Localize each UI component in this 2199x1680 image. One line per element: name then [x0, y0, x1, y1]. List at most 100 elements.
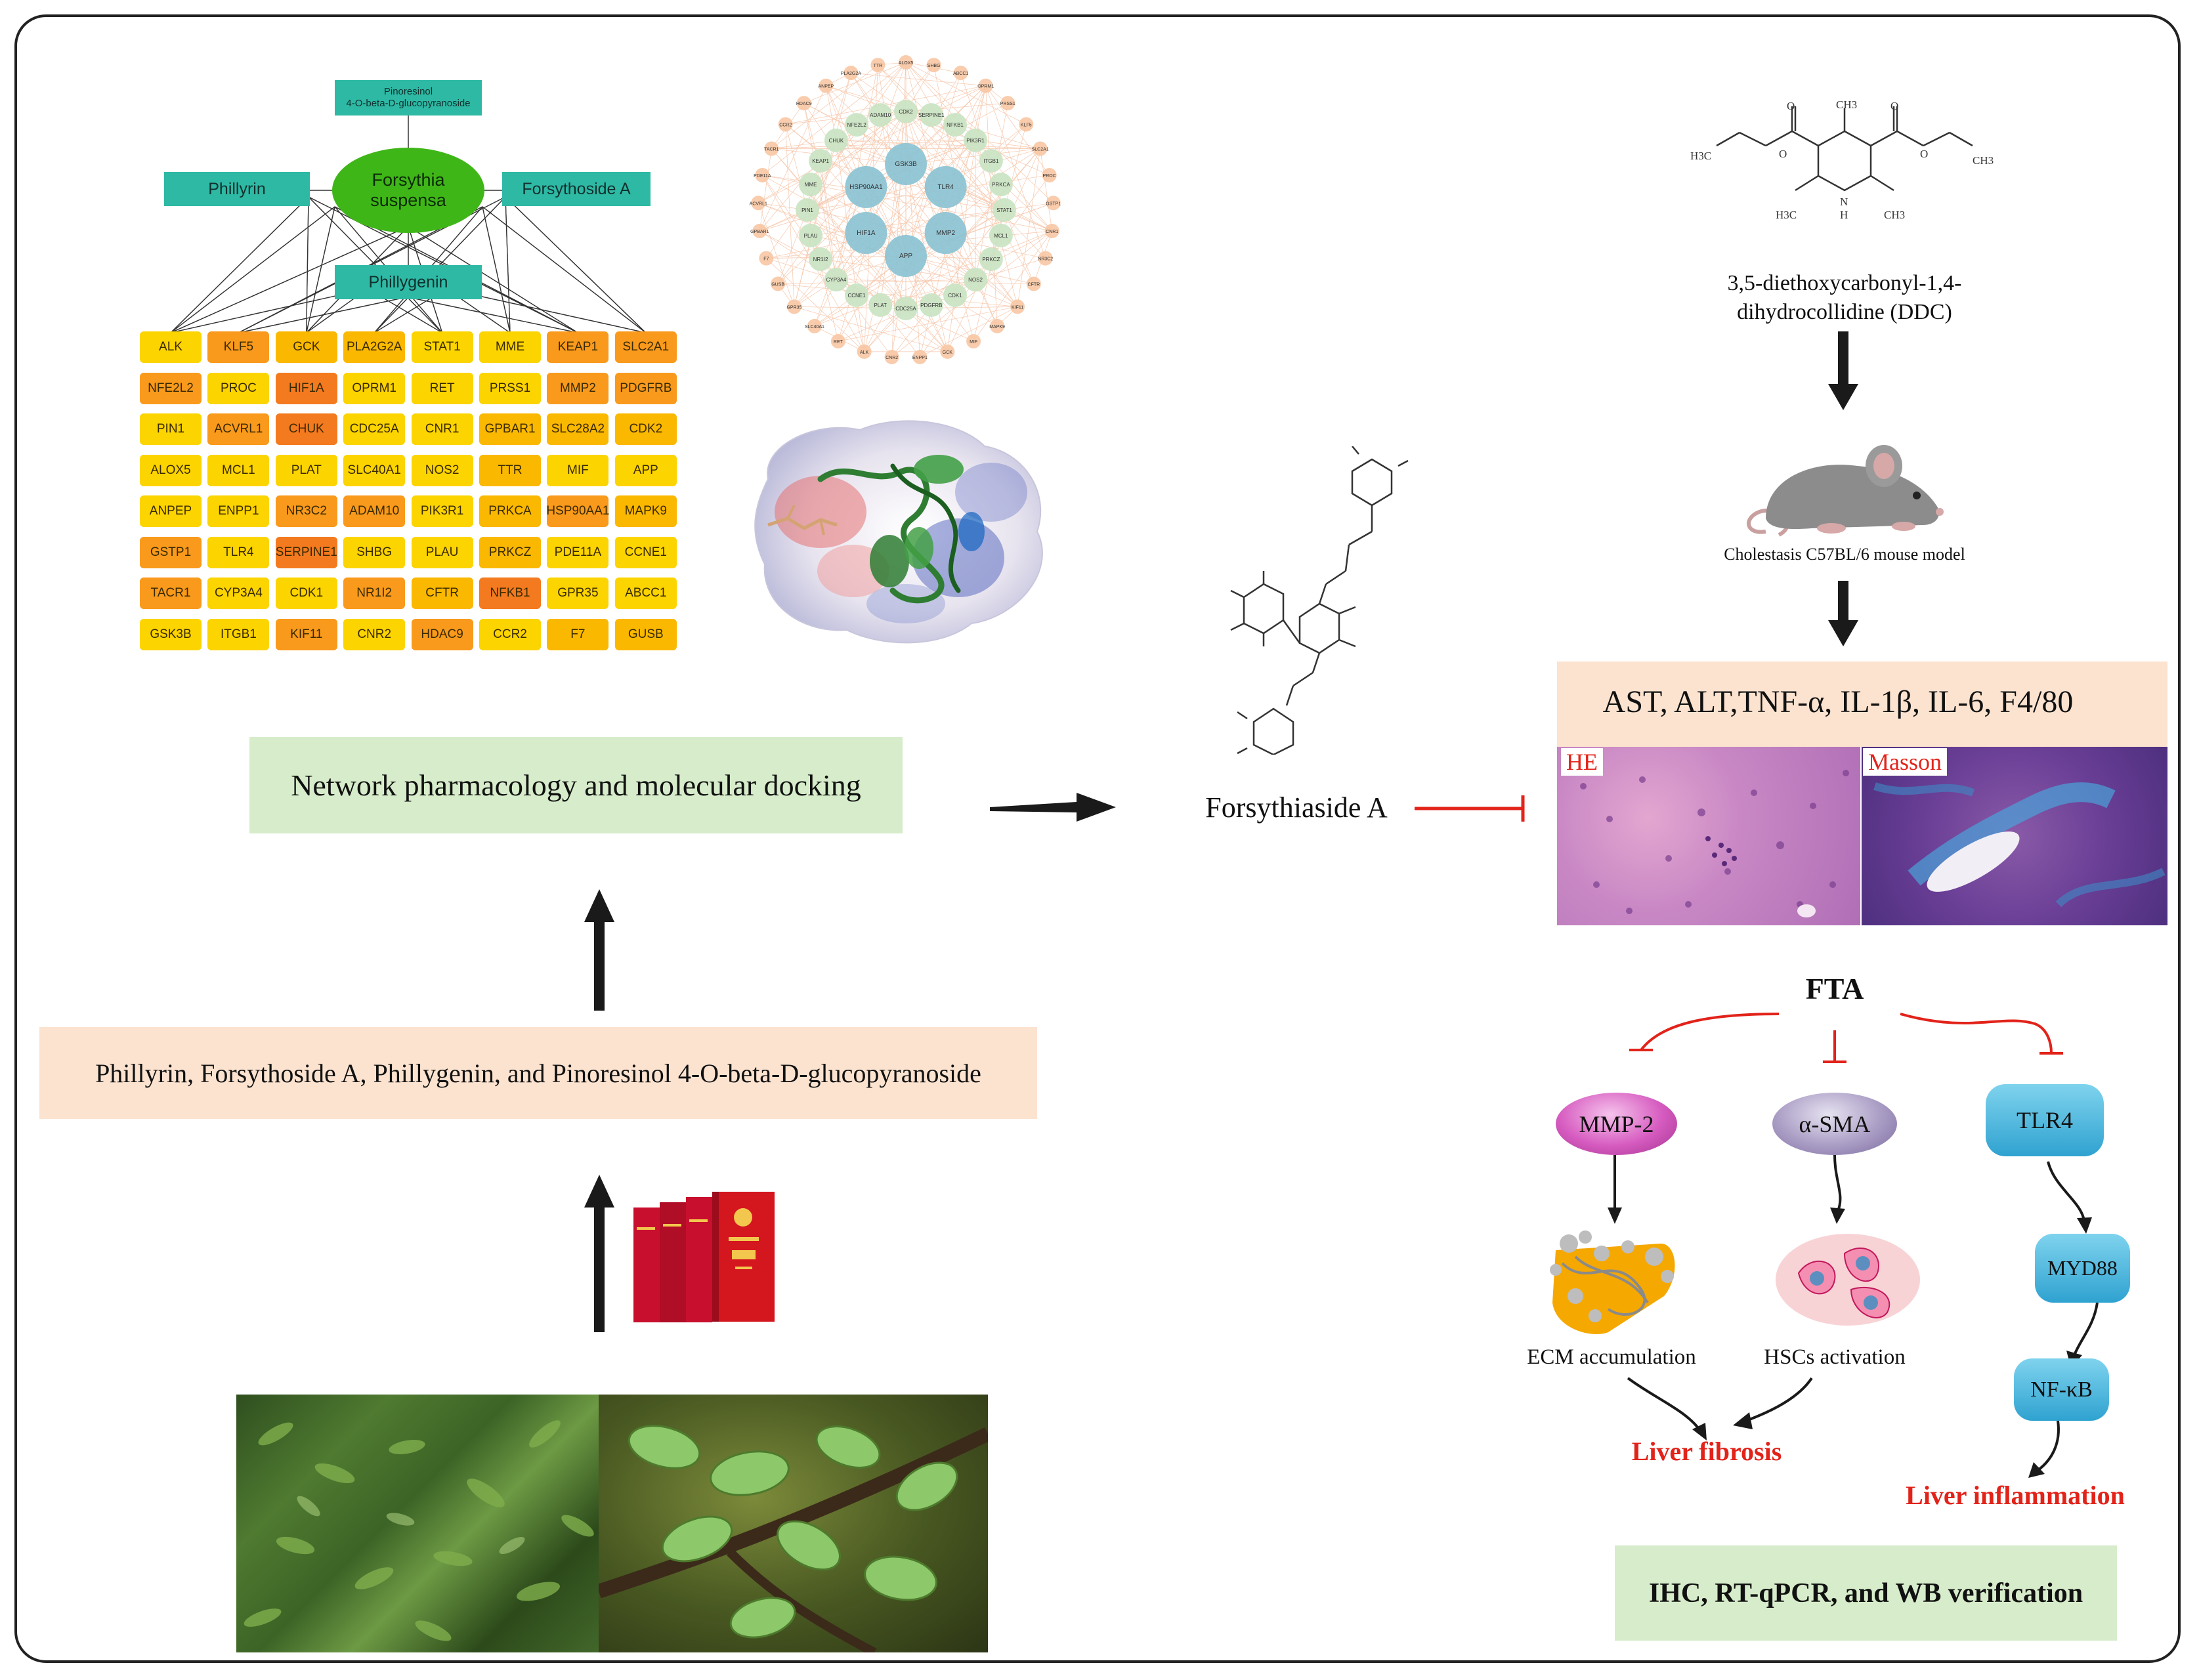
target-nfe2l2: NFE2L2	[140, 372, 202, 404]
target-gstp1: GSTP1	[140, 536, 202, 568]
target-plat: PLAT	[275, 454, 337, 486]
ppi-node-ccr2	[778, 117, 793, 132]
target-proc: PROC	[207, 372, 270, 404]
ppi-node-tlr4	[924, 166, 967, 208]
ppi-node-app	[885, 235, 927, 277]
network-edge	[170, 226, 409, 333]
ppi-node-nr1i2	[809, 247, 833, 271]
ppi-node-chuk	[824, 128, 848, 152]
ppi-node-label: GPR35	[786, 305, 801, 310]
target-ccne1: CCNE1	[614, 536, 677, 568]
arrow-down-mouse	[1828, 581, 1858, 646]
ppi-node-label: MIF	[970, 340, 977, 345]
ppi-node-label: CHUK	[829, 138, 844, 144]
target-hif1a: HIF1A	[275, 372, 337, 404]
network-edge	[306, 206, 335, 333]
target-mcl1: MCL1	[207, 454, 270, 486]
target-nfkb1: NFKB1	[479, 578, 541, 609]
ppi-node-gpr35	[786, 299, 801, 314]
ppi-node-label: CCR2	[779, 123, 792, 127]
ppi-node-mcl1	[989, 223, 1013, 247]
target-slc28a2: SLC28A2	[547, 413, 609, 445]
ppi-node-label: TLR4	[937, 184, 954, 191]
ppi-node-tacr1	[764, 141, 779, 156]
target-itgb1: ITGB1	[207, 618, 270, 650]
ppi-node-ttr	[870, 58, 886, 73]
ppi-node-label: STAT1	[996, 207, 1012, 213]
network-edge	[505, 196, 511, 333]
ppi-node-label: ACVRL1	[750, 201, 767, 206]
ddc-atom-o-top-left: O	[1787, 100, 1795, 112]
ppi-node-label: PRSS1	[1000, 102, 1015, 106]
target-app: APP	[614, 454, 677, 486]
arrow-right-forsythiaside	[990, 793, 1116, 822]
ppi-node-label: GSK3B	[895, 161, 917, 168]
ppi-node-hif1a	[845, 212, 887, 254]
ppi-node-itgb1	[979, 149, 1003, 173]
ppi-node-enpp1	[912, 349, 928, 364]
ppi-node-label: HIF1A	[857, 230, 876, 237]
ppi-node-label: NFE2L2	[847, 122, 866, 128]
arrow-up-books	[584, 1175, 614, 1332]
ppi-node-pik3r1	[964, 128, 988, 152]
target-acvrl1: ACVRL1	[207, 413, 270, 445]
arrow-down-ddc	[1828, 331, 1858, 410]
mmp2-node: MMP-2	[1556, 1093, 1677, 1155]
ddc-atom-h: H	[1840, 209, 1848, 221]
ppi-node-pdgfrb	[919, 293, 943, 317]
ppi-node-mif	[966, 333, 981, 348]
fta-label: FTA	[1805, 972, 1864, 1005]
target-cdk1: CDK1	[275, 578, 337, 609]
ppi-node-label: CYP3A4	[826, 277, 847, 283]
mouse-icon	[1747, 445, 1944, 537]
network-edge	[308, 196, 443, 333]
hscs-activation-label: HSCs activation	[1764, 1345, 1906, 1369]
ppi-node-keap1	[809, 149, 833, 173]
forsythia-suspensa-node: Forsythia suspensa	[332, 148, 484, 233]
ppi-node-oprm1	[978, 78, 993, 93]
target-hdac9: HDAC9	[411, 618, 473, 650]
liver-inflammation-label: Liver inflammation	[1906, 1480, 2125, 1510]
ppi-node-nfkb1	[943, 113, 967, 137]
network-edge	[306, 196, 309, 333]
target-cdk2: CDK2	[614, 413, 677, 445]
ppi-node-nfe2l2	[845, 113, 868, 137]
ddc-atom-ch3-low: CH3	[1884, 209, 1906, 221]
ppi-node-label: OPRM1	[977, 85, 994, 89]
ppi-node-label: MCL1	[994, 233, 1008, 239]
ppi-node-adam10	[868, 103, 893, 127]
target-mme: MME	[479, 331, 541, 363]
ppi-node-label: PDGFRB	[920, 303, 942, 308]
ppi-node-klf5	[1019, 117, 1034, 132]
forsythiaside-a-structure	[1230, 446, 1409, 755]
ddc-atom-o-left: O	[1779, 148, 1787, 160]
ecm-accumulation-label: ECM accumulation	[1527, 1345, 1696, 1369]
target-nos2: NOS2	[411, 454, 473, 486]
ppi-node-slc40a1	[807, 318, 822, 333]
ppi-node-cftr	[1026, 276, 1041, 291]
target-klf5: KLF5	[207, 331, 270, 363]
network-edge	[482, 206, 511, 333]
ppi-node-hdac9	[796, 96, 811, 111]
target-mmp2: MMP2	[547, 372, 609, 404]
he-label: HE	[1561, 748, 1603, 776]
ppi-node-ret	[830, 333, 845, 348]
ppi-node-shbg	[926, 58, 941, 73]
ppi-node-slc2a1	[1033, 141, 1048, 156]
ppi-node-label: PLA2G2A	[841, 72, 861, 76]
tlr4-node: TLR4	[1986, 1084, 2104, 1156]
ppi-node-plat	[868, 293, 893, 317]
ppi-node-label: F7	[763, 257, 769, 262]
target-ret: RET	[411, 372, 473, 404]
ddc-atom-h3c-left: H3C	[1690, 150, 1712, 162]
ppi-node-label: NFKB1	[947, 122, 964, 128]
hscs-activation-icon	[1776, 1234, 1920, 1326]
compounds-list: Phillyrin, Forsythoside A, Phillygenin, …	[39, 1027, 1037, 1119]
ppi-node-mme	[799, 173, 823, 197]
target-pik3r1: PIK3R1	[411, 495, 473, 527]
verification-box: IHC, RT-qPCR, and WB verification	[1615, 1545, 2117, 1641]
network-edge	[374, 196, 506, 333]
forsythia-fruit-photo	[599, 1395, 988, 1652]
ppi-node-label: GUSB	[771, 283, 784, 287]
network-edge	[170, 206, 335, 333]
